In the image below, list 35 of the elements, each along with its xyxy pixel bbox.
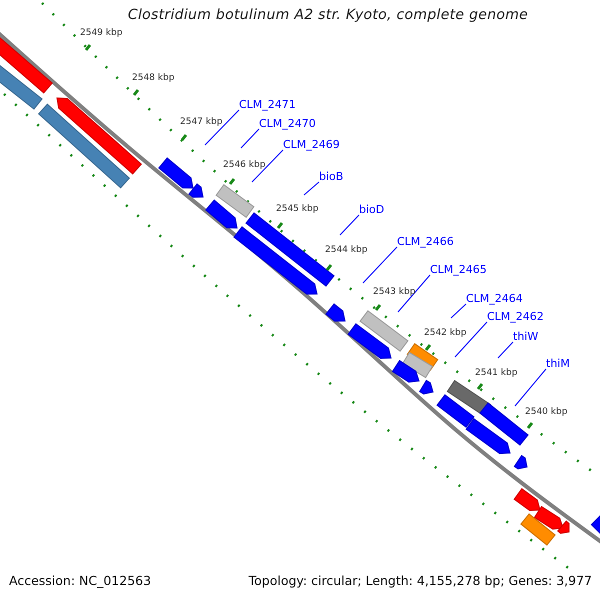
scale-label: 2548 kbp	[132, 73, 174, 84]
title: Clostridium botulinum A2 str. Kyoto, complete genome	[126, 7, 530, 24]
leader-line	[498, 342, 514, 358]
leader-line	[340, 214, 360, 236]
gene-label: CLM_2470	[259, 118, 316, 131]
leader-line	[204, 110, 240, 146]
leader-line	[304, 182, 320, 196]
leader-line	[514, 368, 546, 406]
scale-label: 2547 kbp	[180, 117, 222, 128]
gene-label: CLM_2462	[487, 311, 544, 324]
leader-line	[454, 322, 488, 358]
gene-label: CLM_2466	[397, 236, 454, 249]
scale-label: 2542 kbp	[424, 328, 466, 338]
footer-text: Topology: circular; Length: 4,155,278 bp; Genes: 3,977	[248, 574, 592, 588]
leader-line	[252, 150, 284, 182]
gene-label: CLM_2471	[239, 99, 296, 112]
scale-label: 2546 kbp	[223, 160, 266, 170]
gene-label: bioB	[319, 171, 344, 184]
scale-label: 2540 kbp	[525, 407, 568, 418]
gene-label: thiM	[546, 358, 570, 371]
scale-label: 2544 kbp	[325, 245, 368, 256]
scale-label: 2543 kbp	[373, 287, 416, 298]
footer-text: Accession: NC_012563	[9, 574, 152, 588]
leader-line	[240, 128, 260, 148]
scale-label: 2549 kbp	[80, 28, 122, 38]
leader-line	[398, 274, 430, 312]
gene-label: CLM_2465	[430, 264, 487, 277]
gene-label: thiW	[513, 331, 538, 344]
gene-label: bioD	[359, 204, 384, 217]
gene-label: CLM_2469	[283, 139, 340, 152]
scale-label: 2541 kbp	[475, 368, 518, 378]
scale-label: 2545 kbp	[276, 204, 318, 214]
gene-label: CLM_2464	[466, 293, 523, 306]
leader-line	[450, 304, 466, 318]
leader-line	[362, 246, 398, 284]
